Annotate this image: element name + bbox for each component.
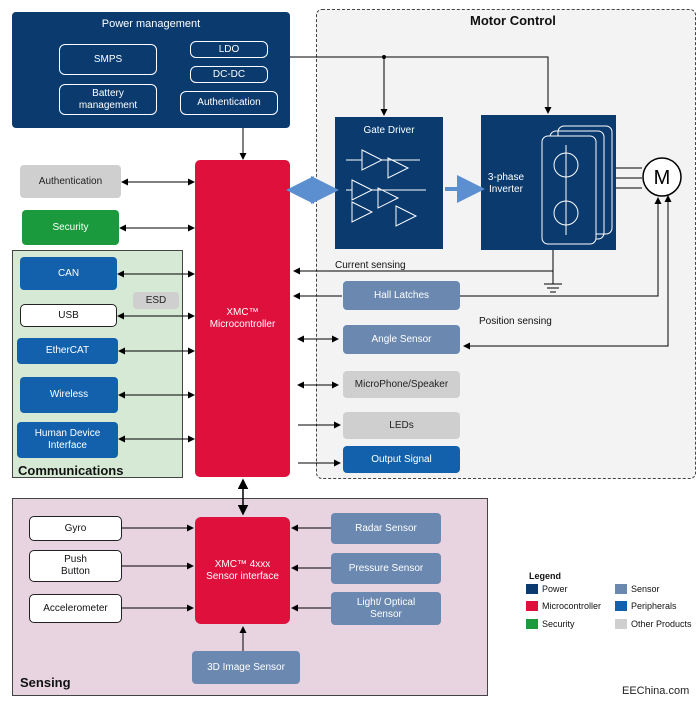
legend-microcontroller-swatch: [526, 601, 538, 611]
legend-power-swatch: [526, 584, 538, 594]
watermark: EEChina.com: [622, 685, 690, 697]
dc-dc-box: DC-DC: [190, 66, 268, 83]
gate-driver-icon: [346, 149, 426, 227]
inverter-transistor-icon: [541, 125, 613, 245]
motor-icon: [642, 157, 682, 197]
leds-box: LEDs: [343, 412, 460, 439]
legend-security: Security: [526, 619, 575, 629]
power-management-title: Power management: [101, 18, 201, 30]
legend-power: Power: [526, 584, 568, 594]
gyro-box: Gyro: [29, 516, 122, 541]
current-sensing-label: Current sensing: [335, 260, 406, 271]
legend-peripherals-swatch: [615, 601, 627, 611]
svg-text:M: M: [654, 167, 671, 189]
output-signal-box: Output Signal: [343, 446, 460, 473]
microphone-speaker-box: MicroPhone/Speaker: [343, 371, 460, 398]
gate-driver-label: Gate Driver: [363, 125, 415, 136]
radar-sensor-box: Radar Sensor: [331, 513, 441, 544]
security-box: Security: [22, 210, 119, 245]
angle-sensor-box: Angle Sensor: [343, 325, 460, 354]
battery-management-box: Battery management: [59, 84, 157, 115]
gate-driver-block: [335, 117, 443, 249]
pressure-sensor-box: Pressure Sensor: [331, 553, 441, 584]
power-authentication-box: Authentication: [180, 91, 278, 115]
light-optical-sensor-box: Light/ Optical Sensor: [331, 592, 441, 625]
legend-other-products: Other Products: [615, 619, 692, 629]
inverter-label: 3-phase Inverter: [487, 172, 525, 195]
power-to-inverter-wire: [290, 56, 552, 114]
3d-image-sensor-box: 3D Image Sensor: [192, 651, 300, 684]
accelerometer-box: Accelerometer: [29, 594, 122, 623]
push-button-box: Push Button: [29, 550, 122, 582]
legend-peripherals: Peripherals: [615, 601, 677, 611]
usb-box: USB: [20, 304, 117, 327]
human-device-interface-box: Human Device Interface: [17, 422, 118, 458]
ethercat-box: EtherCAT: [17, 338, 118, 364]
legend-title: Legend: [529, 571, 562, 581]
legend-other-products-swatch: [615, 619, 627, 629]
authentication-box: Authentication: [20, 165, 121, 198]
esd-box: ESD: [133, 292, 179, 309]
motor-control-title: Motor Control: [470, 13, 556, 28]
communications-title: Communications: [18, 463, 124, 478]
legend-sensor-swatch: [615, 584, 627, 594]
legend-microcontroller: Microcontroller: [526, 601, 601, 611]
legend-security-swatch: [526, 619, 538, 629]
xmc-microcontroller: XMC™ Microcontroller: [195, 160, 290, 477]
legend-sensor: Sensor: [615, 584, 660, 594]
can-box: CAN: [20, 257, 117, 290]
smps-box: SMPS: [59, 44, 157, 75]
sensing-title: Sensing: [20, 675, 71, 690]
ldo-box: LDO: [190, 41, 268, 58]
wireless-box: Wireless: [20, 377, 118, 413]
hall-latches-box: Hall Latches: [343, 281, 460, 310]
xmc-sensor-interface: XMC™ 4xxx Sensor interface: [195, 517, 290, 624]
